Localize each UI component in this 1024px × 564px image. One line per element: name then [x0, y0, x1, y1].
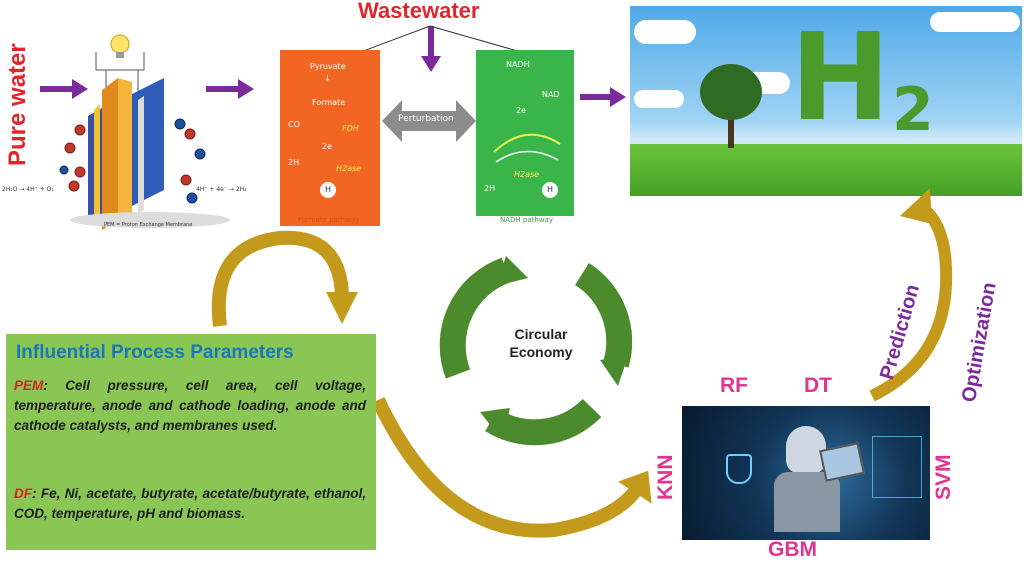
h2-subscript-2: 2	[892, 75, 934, 145]
cloud-icon	[634, 20, 696, 44]
nadh-nadh: NADH	[506, 60, 530, 69]
nadh-pathway-panel: NADH NAD 2e 2H H2ase H	[476, 50, 574, 216]
pem-parameters: PEM: Cell pressure, cell area, cell volt…	[14, 376, 366, 436]
ml-label-dt: DT	[804, 374, 832, 397]
lightbulb-icon	[110, 34, 130, 58]
robot-body	[774, 472, 840, 532]
cloud-icon	[634, 90, 684, 108]
pem-caption: PEM = Proton Exchange Membrane	[104, 222, 193, 228]
pure-water-label: Pure water	[4, 43, 31, 166]
nadh-cycle-arrows	[493, 133, 561, 163]
params-title: Influential Process Parameters	[16, 342, 294, 363]
tree-icon	[700, 64, 762, 120]
nadh-pathway-label: NADH pathway	[500, 216, 553, 224]
pem-right-equation: 4H⁺ + 4e⁻ → 2H₂	[196, 186, 247, 193]
pem-to-pathway-arrow	[206, 79, 254, 99]
data-panel	[872, 436, 922, 498]
gold-cycle-arrow-top	[211, 230, 358, 327]
formate-h2: H	[324, 185, 331, 194]
formate-co2: CO	[288, 120, 300, 129]
circular-economy-cycle	[439, 256, 633, 446]
h2-letter-h: H	[790, 9, 891, 148]
pathway-to-h2-arrow	[580, 87, 626, 107]
formate-h2-icon: H	[320, 182, 336, 198]
gold-arrow-to-h2	[869, 188, 953, 402]
formate-2e: 2e	[322, 142, 333, 151]
ml-robot-image	[682, 406, 930, 540]
perturbation-double-arrow	[382, 100, 476, 142]
arrow-down-icon: ↓	[324, 74, 331, 83]
formate-pathway-label: Formate pathway	[298, 216, 360, 224]
formate-formate: Formate	[312, 98, 346, 107]
df-label: DF	[14, 486, 32, 501]
nadh-2e: 2e	[516, 106, 527, 115]
pem-text: : Cell pressure, cell area, cell voltage…	[14, 378, 366, 433]
perturbation-label: Perturbation	[398, 114, 454, 124]
cloud-icon	[930, 12, 1020, 32]
df-text: : Fe, Ni, acetate, butyrate, acetate/but…	[14, 486, 366, 521]
circular-economy-label-2: Economy	[509, 344, 573, 360]
shield-icon	[726, 454, 752, 484]
pem-electrolyzer-illustration	[59, 34, 230, 230]
ml-label-svm: SVM	[932, 454, 955, 500]
formate-pathway-panel: Pyruvate ↓ Formate CO FDH 2e 2H H2ase H	[280, 50, 380, 226]
pem-left-equation: 2H₂O → 4H⁺ + O₂	[2, 186, 54, 193]
wastewater-arrow	[421, 26, 441, 72]
nadh-h2-icon: H	[542, 182, 558, 198]
ml-label-knn: KNN	[654, 454, 677, 501]
pure-water-arrow	[40, 79, 88, 99]
nadh-h2ase: H2ase	[514, 170, 540, 179]
formate-2h: 2H	[288, 158, 300, 167]
pem-label: PEM	[14, 378, 44, 393]
ml-label-gbm: GBM	[768, 538, 817, 561]
formate-pyruvate: Pyruvate	[310, 62, 346, 71]
nadh-2h: 2H	[484, 184, 496, 193]
ml-label-rf: RF	[720, 374, 748, 397]
wastewater-label: Wastewater	[358, 0, 480, 23]
nadh-nad: NAD	[542, 90, 560, 99]
gold-arrow-to-ml	[374, 397, 652, 538]
df-parameters: DF: Fe, Ni, acetate, butyrate, acetate/b…	[14, 484, 366, 524]
grass-field	[630, 144, 1022, 196]
tree-trunk	[728, 106, 734, 148]
process-parameters-box: Influential Process Parameters PEM: Cell…	[6, 334, 376, 550]
circular-economy-label-1: Circular	[514, 326, 568, 342]
formate-h2ase: H2ase	[336, 164, 362, 173]
tablet-icon	[819, 442, 865, 482]
formate-fdh: FDH	[342, 124, 359, 133]
nadh-h2: H	[546, 185, 553, 194]
hydrogen-landscape-image: H 2	[630, 6, 1022, 196]
